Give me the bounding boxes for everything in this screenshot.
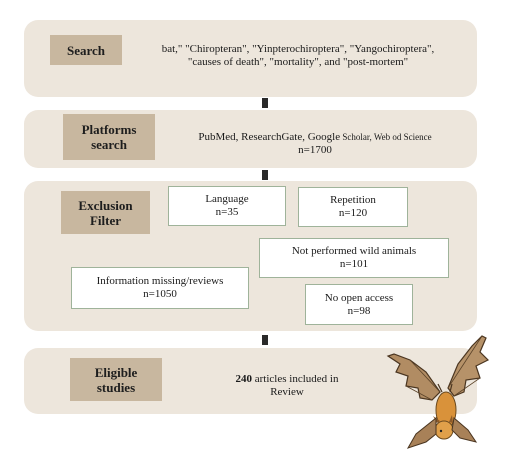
eligible-summary-line2: Review	[270, 386, 304, 398]
eligible-summary-line1: 240 articles included in	[212, 373, 362, 386]
exclusion-missing-count: n=1050	[143, 288, 177, 300]
search-terms: bat," "Chiropteran", "Yinpterochiroptera…	[128, 43, 468, 69]
search-label: Search	[50, 35, 122, 65]
search-label-text: Search	[66, 42, 106, 58]
platforms-label-line2: search	[91, 137, 127, 152]
eligible-label: Eligible studies	[70, 358, 162, 401]
exclusion-no-open-access-count: n=98	[347, 304, 371, 317]
platforms-sources-line: PubMed, ResearchGate, Google Scholar, We…	[165, 131, 465, 144]
platforms-count: n=1700	[298, 144, 332, 156]
bat-illustration	[386, 335, 490, 449]
exclusion-not-wild-name: Not performed wild animals	[291, 245, 417, 257]
exclusion-no-open-access-name: No open access	[324, 291, 394, 304]
exclusion-label: Exclusion Filter	[61, 191, 150, 234]
platforms-sources: PubMed, ResearchGate, Google Scholar, We…	[165, 131, 465, 157]
platforms-sources-small: Scholar, Web od Science	[340, 132, 432, 142]
connector-3	[262, 335, 268, 345]
exclusion-label-line1: Exclusion	[78, 197, 133, 213]
exclusion-missing-name: Information missing/reviews	[96, 275, 224, 287]
eligible-count: 240	[235, 373, 253, 385]
search-terms-line1: bat," "Chiropteran", "Yinpterochiroptera…	[161, 43, 435, 55]
eligible-summary: 240 articles included in Review	[212, 373, 362, 399]
platforms-label-line1: Platforms	[81, 122, 137, 137]
exclusion-label-line2: Filter	[89, 212, 122, 228]
search-terms-line2: "causes of death", "mortality", and "pos…	[187, 56, 409, 68]
exclusion-box-missing: Information missing/reviews n=1050	[71, 267, 249, 309]
eligible-label-line1: Eligible	[94, 364, 138, 380]
eligible-line1-rest: articles included in	[252, 373, 339, 385]
exclusion-box-no-open-access: No open access n=98	[305, 284, 413, 325]
exclusion-box-not-wild: Not performed wild animals n=101	[259, 238, 449, 278]
connector-1	[262, 98, 268, 108]
platforms-label: Platforms search	[63, 114, 155, 160]
exclusion-repetition-name: Repetition	[330, 194, 376, 206]
exclusion-not-wild-count: n=101	[339, 258, 369, 270]
exclusion-repetition-count: n=120	[338, 207, 368, 219]
exclusion-language-name: Language	[205, 193, 249, 205]
exclusion-box-repetition: Repetition n=120	[298, 187, 408, 227]
eligible-label-line2: studies	[96, 379, 136, 395]
exclusion-language-count: n=35	[215, 206, 239, 218]
connector-2	[262, 170, 268, 180]
exclusion-box-language: Language n=35	[168, 186, 286, 226]
platforms-sources-main: PubMed, ResearchGate, Google	[198, 131, 341, 143]
